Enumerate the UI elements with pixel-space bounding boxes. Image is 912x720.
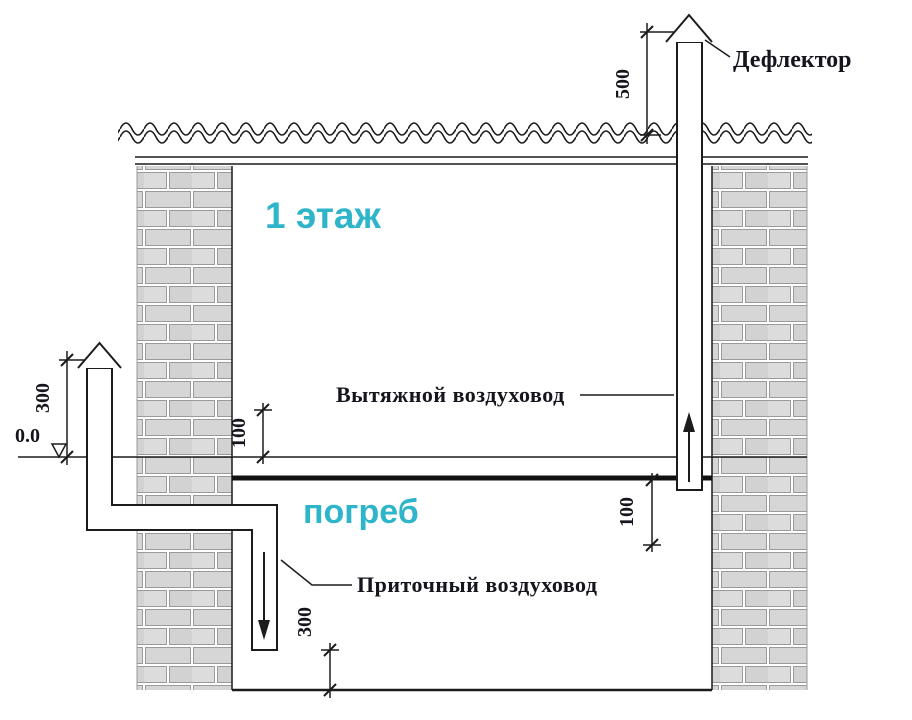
dim100r-tick-bottom [645, 538, 659, 552]
right-wall [711, 166, 808, 690]
dim500-tick-top [640, 25, 654, 39]
supply-duct [77, 341, 278, 651]
dimension-300-left: 300 [32, 351, 84, 465]
floor1-label: 1 этаж [265, 195, 382, 236]
supply-leader [280, 559, 352, 586]
dim300l-value: 300 [32, 383, 54, 413]
dim100l-value: 100 [228, 418, 250, 448]
supply-duct-label: Приточный воздуховод [357, 572, 598, 597]
leader-lines [280, 39, 731, 586]
dim100r-value: 100 [616, 497, 638, 527]
left-wall-bricks [137, 166, 232, 690]
dim100r-tick-top [645, 473, 659, 487]
deflector-leader [704, 39, 731, 58]
cellar-label: погреб [303, 493, 419, 531]
ground-level-value: 0.0 [15, 425, 40, 447]
dimension-100-left: 100 [228, 403, 272, 464]
left-wall [136, 166, 233, 690]
dim300l-tick-top [60, 353, 74, 367]
floor-lines [18, 456, 807, 692]
dim300b-tick-top [323, 643, 337, 657]
roof [118, 122, 812, 165]
exhaust-duct [665, 13, 713, 491]
dimension-100-right: 100 [616, 473, 661, 552]
roof-corrugation [118, 122, 812, 152]
level-mark-icon [50, 443, 68, 459]
dimension-500: 500 [612, 23, 675, 144]
exhaust-arrowhead-icon [683, 412, 695, 432]
dim500-value: 500 [612, 69, 634, 99]
deflector-cap-icon [665, 13, 713, 43]
right-wall-bricks [712, 166, 807, 690]
dim100l-tick-top [256, 403, 270, 417]
dim300b-tick-bottom [323, 683, 337, 697]
dim500-tick-bottom [640, 128, 654, 142]
deflector-label: Дефлектор [733, 47, 852, 73]
supply-duct-body [86, 367, 278, 651]
supply-arrowhead-icon [258, 620, 270, 640]
dim100l-tick-bottom [256, 450, 270, 464]
text-labels: 1 этаж погреб Дефлектор Вытяжной воздухо… [265, 47, 852, 597]
dim300b-value: 300 [294, 607, 316, 637]
ground-level-mark: 0.0 [15, 425, 68, 459]
dim300l-tick-bottom [60, 450, 74, 464]
exhaust-duct-label: Вытяжной воздуховод [336, 382, 565, 407]
supply-cap-icon [77, 341, 122, 369]
dimension-300-bottom: 300 [294, 607, 339, 698]
